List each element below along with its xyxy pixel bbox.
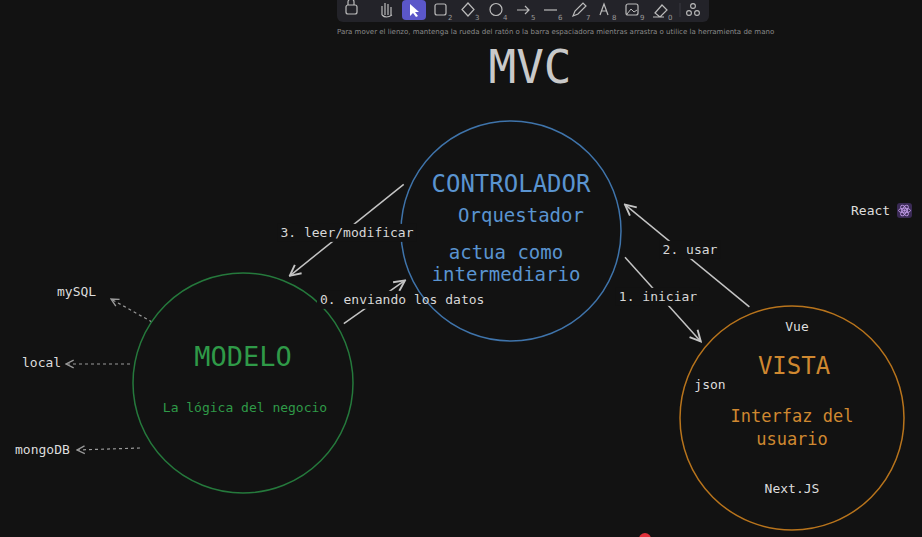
tech-label: React	[851, 203, 890, 219]
node-text: CONTROLADOR	[432, 170, 591, 199]
edge-label: 3. leer/modificar	[277, 224, 416, 242]
toolbar-hint: 7	[586, 14, 590, 23]
tech-label: mongoDB	[15, 442, 70, 458]
diagram-title: MVC	[488, 44, 571, 90]
leader-arrows	[66, 299, 152, 450]
node-text: Next.JS	[765, 481, 820, 497]
toolbar-hint: 3	[475, 14, 479, 23]
view-circle: VueVISTA jsonInterfaz del usuarioNext.JS	[679, 305, 905, 531]
controller-circle: CONTROLADOR Orquestador actua como interme…	[400, 120, 622, 342]
toolbar-hint: 5	[531, 14, 535, 23]
toolbar-hint: 2	[448, 14, 452, 23]
edge-label: 1. iniciar	[616, 288, 700, 306]
toolbar	[337, 0, 709, 22]
tech-label: mySQL	[57, 284, 96, 300]
toolbar-hint: 4	[503, 14, 507, 23]
edge-label: 0. enviando los datos	[317, 291, 415, 309]
edge-label: 2. usar	[660, 241, 721, 259]
node-text: Interfaz del usuario	[722, 405, 862, 451]
cursor-dot	[639, 533, 651, 537]
toolbar-hint: 8	[612, 14, 616, 23]
circle-outline	[400, 120, 622, 342]
node-text: Vue	[785, 319, 808, 335]
toolbar-hint: Para mover el lienzo, mantenga la rueda …	[337, 28, 707, 37]
node-text: Orquestador	[458, 204, 584, 227]
toolbar-hint: 6	[558, 14, 562, 23]
node-text: La lógica del negocio	[163, 400, 327, 416]
node-text: MODELO	[194, 341, 292, 373]
node-text: actua como intermediario	[421, 241, 591, 285]
tech-label: local	[22, 355, 61, 371]
toolbar-hint: 9	[640, 14, 644, 23]
node-text: json	[694, 377, 725, 393]
toolbar-hint: 0	[668, 14, 672, 23]
react-icon	[897, 203, 912, 218]
node-text: VISTA	[758, 352, 830, 381]
